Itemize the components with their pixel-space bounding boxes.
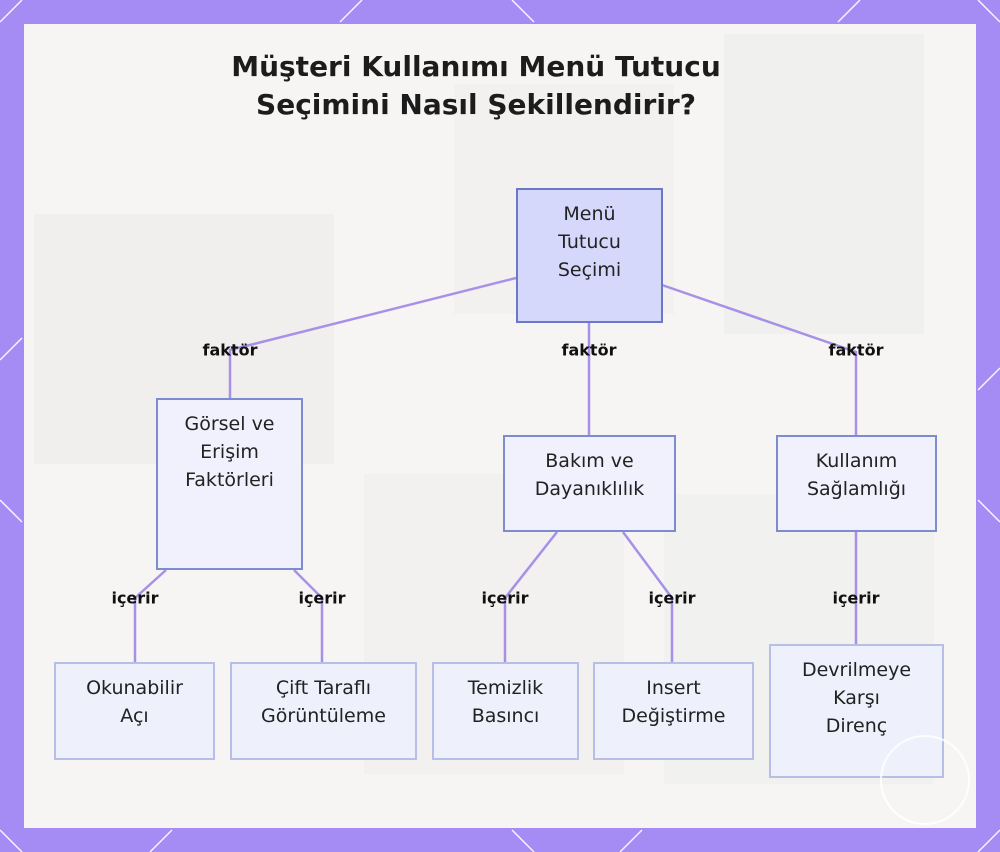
node-double-line-1: Çift Taraflı <box>275 677 372 699</box>
node-insert-line-2: Değiştirme <box>621 705 726 727</box>
edge-root-visual <box>228 276 517 398</box>
edge-label-contains-double: içerir <box>298 588 346 608</box>
node-menu-holder-selection: Menü Tutucu Seçimi <box>516 188 663 323</box>
edge-visual-readable <box>133 569 167 662</box>
node-cleaning-line-2: Basıncı <box>471 705 540 727</box>
node-cleaning-line-1: Temizlik <box>467 677 544 699</box>
node-readable-line-1: Okunabilir <box>86 677 183 699</box>
node-readable-angle: Okunabilir Açı <box>54 662 215 760</box>
diagram-title: Müşteri Kullanımı Menü Tutucu Seçimini N… <box>0 48 952 124</box>
node-maintenance-durability: Bakım ve Dayanıklılık <box>503 435 676 532</box>
edge-visual-double <box>293 569 324 662</box>
node-insert-change: Insert Değiştirme <box>593 662 754 760</box>
node-visual-access-factors: Görsel ve Erişim Faktörleri <box>156 398 303 570</box>
node-tip-line-1: Devrilmeye <box>801 659 912 681</box>
edge-label-contains-cleaning: içerir <box>481 588 529 608</box>
title-line-2: Seçimini Nasıl Şekillendirir? <box>256 88 696 121</box>
edge-root-usage <box>661 283 858 435</box>
node-tip-line-2: Karşı <box>833 687 880 709</box>
edge-label-factor-maintenance: faktör <box>561 340 617 360</box>
node-usage-robustness: Kullanım Sağlamlığı <box>776 435 937 532</box>
node-insert-line-1: Insert <box>646 677 701 699</box>
edge-label-contains-insert: içerir <box>648 588 696 608</box>
node-visual-line-2: Erişim <box>200 441 259 463</box>
node-visual-line-3: Faktörleri <box>185 469 274 491</box>
node-double-sided-display: Çift Taraflı Görüntüleme <box>230 662 417 760</box>
edge-label-contains-tip: içerir <box>832 588 880 608</box>
node-tip-line-3: Direnç <box>825 715 888 737</box>
node-cleaning-pressure: Temizlik Basıncı <box>432 662 579 760</box>
title-line-1: Müşteri Kullanımı Menü Tutucu <box>231 50 721 83</box>
edge-label-factor-visual: faktör <box>202 340 258 360</box>
node-maintenance-line-2: Dayanıklılık <box>534 478 645 500</box>
node-maintenance-line-1: Bakım ve <box>545 450 634 472</box>
node-double-line-2: Görüntüleme <box>261 705 386 727</box>
node-readable-line-2: Açı <box>120 705 149 727</box>
node-root-line-1: Menü <box>563 203 616 225</box>
node-root-line-3: Seçimi <box>557 259 622 281</box>
node-root-line-2: Tutucu <box>558 231 621 253</box>
node-usage-line-2: Sağlamlığı <box>806 478 907 500</box>
corner-watermark-circle <box>880 735 970 825</box>
edge-maint-insert <box>621 531 674 662</box>
edge-label-contains-readable: içerir <box>111 588 159 608</box>
node-usage-line-1: Kullanım <box>815 450 898 472</box>
node-visual-line-1: Görsel ve <box>184 413 275 435</box>
edge-maint-cleaning <box>503 531 558 662</box>
edge-label-factor-usage: faktör <box>828 340 884 360</box>
